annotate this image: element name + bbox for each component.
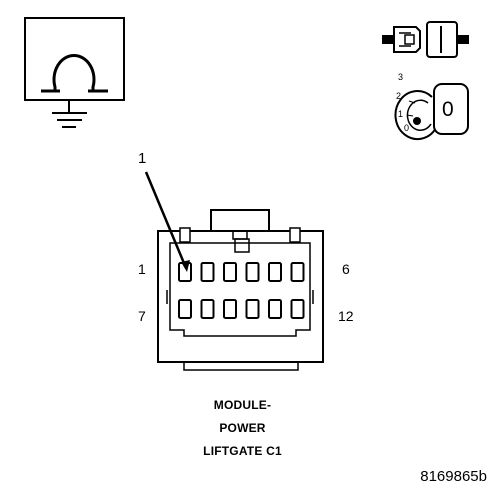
pin-label-12: 12 — [338, 308, 354, 324]
connector-body — [157, 209, 324, 371]
caption-line-1: MODULE- — [213, 398, 272, 412]
callout-label: 1 — [138, 150, 147, 167]
pin-cavity-3 — [223, 262, 237, 282]
pin-cavity-5 — [268, 262, 282, 282]
pin-cavity-11 — [268, 299, 282, 319]
pin-cavity-12 — [290, 299, 305, 319]
pin-cavity-7 — [178, 299, 192, 319]
figure-id: 8169865b — [420, 468, 487, 485]
ignition-position-label: 1 — [398, 109, 403, 119]
ignition-position-label: 3 — [398, 72, 403, 82]
callout-arrowhead — [181, 260, 190, 272]
connector-pin-cavities — [178, 262, 305, 319]
pin-cavity-8 — [200, 299, 215, 319]
ignition-key-off-icon — [394, 83, 469, 141]
ohmmeter-ground-icon — [24, 17, 125, 128]
caption-line-2: POWER — [219, 421, 266, 435]
caption-line-3: LIFTGATE C1 — [203, 444, 282, 458]
pin-cavity-4 — [245, 262, 260, 282]
ignition-position-label: 2 — [396, 91, 401, 101]
pin-cavity-10 — [245, 299, 260, 319]
connector-separation-icon — [382, 21, 469, 58]
ignition-key-text: 0 — [442, 98, 454, 121]
pin-cavity-6 — [290, 262, 305, 282]
pin-label-6: 6 — [342, 261, 350, 277]
pin-label-7: 7 — [138, 308, 146, 324]
pin-cavity-2 — [200, 262, 215, 282]
callout-leader-line — [144, 171, 188, 269]
ignition-position-label: 0 — [404, 123, 409, 133]
pin-label-1: 1 — [138, 261, 146, 277]
pin-cavity-9 — [223, 299, 237, 319]
